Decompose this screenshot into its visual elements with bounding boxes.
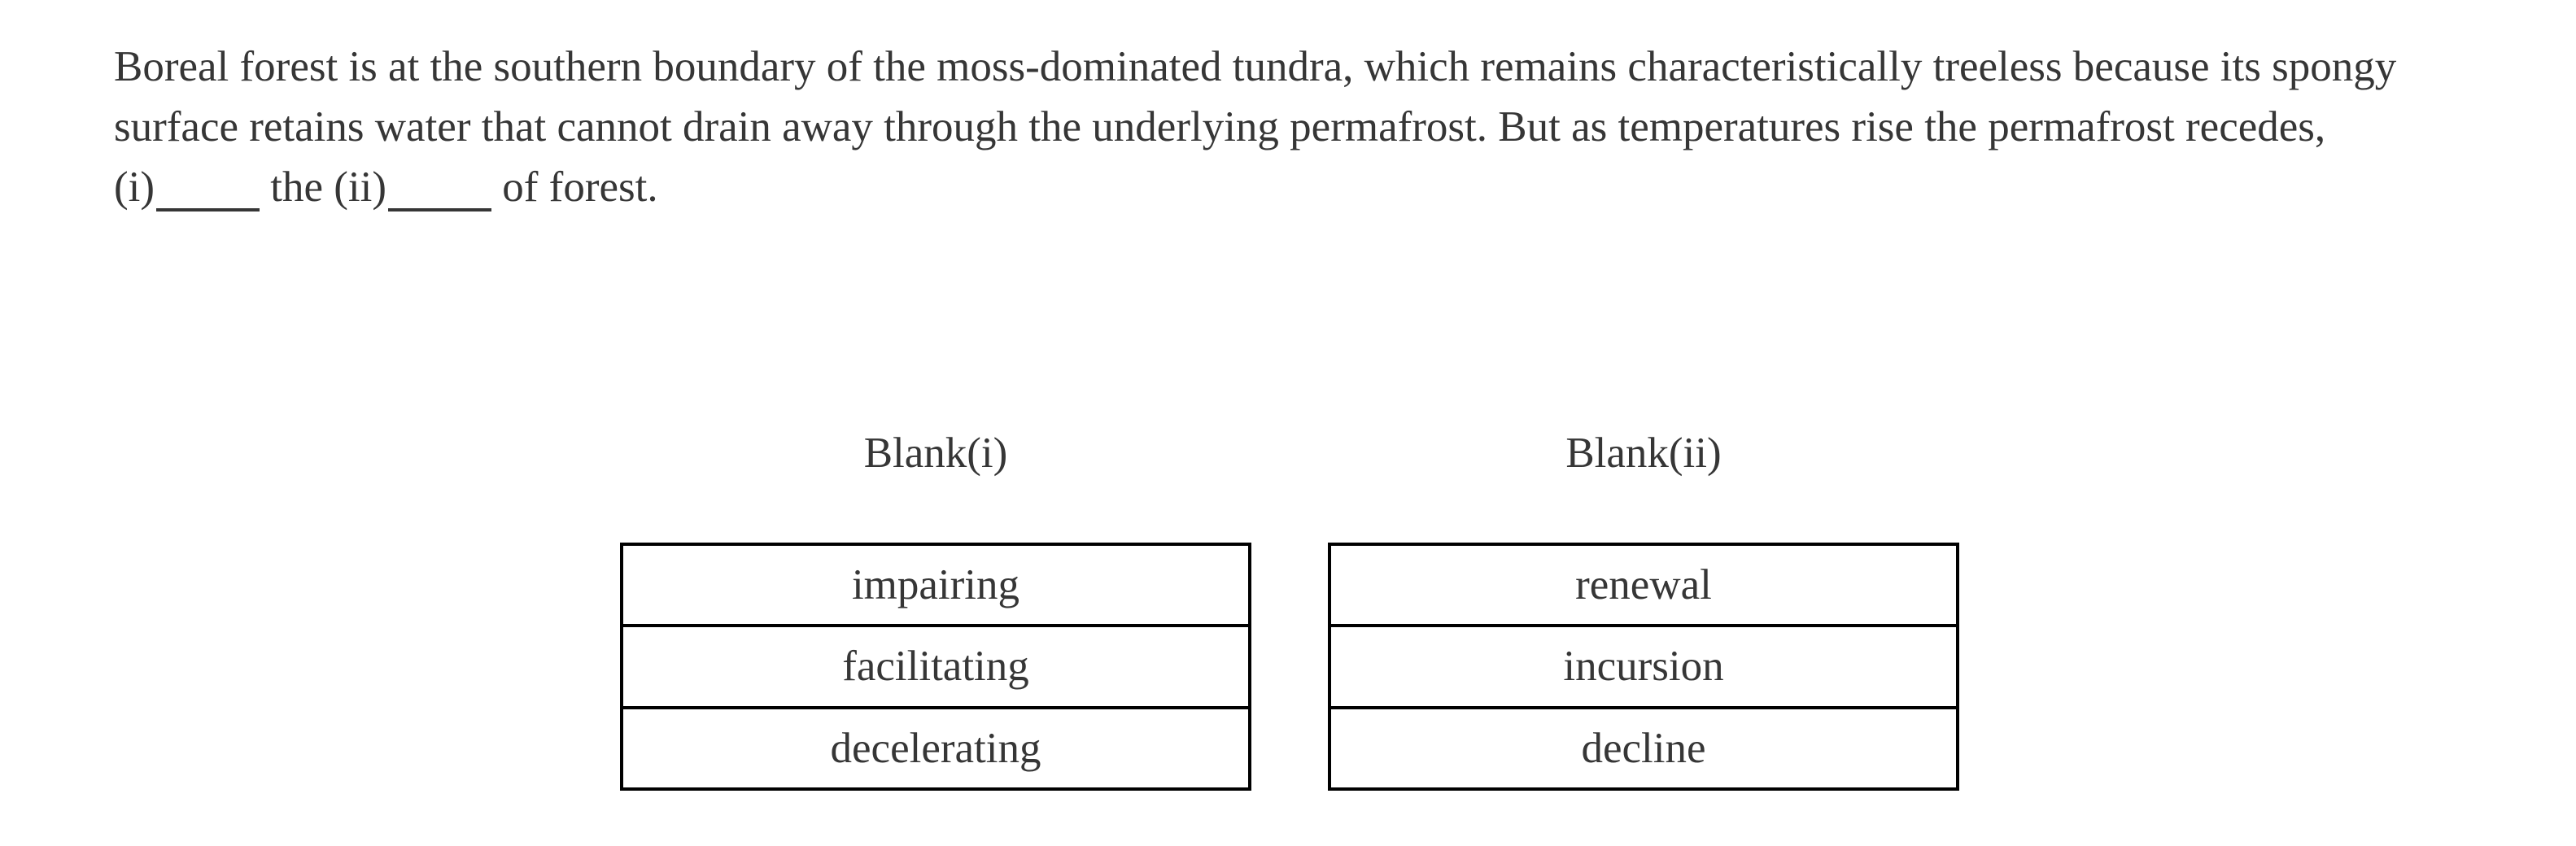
- passage-line-2: surface retains water that cannot drain …: [114, 103, 2326, 150]
- fill-middle-label: the (ii): [260, 164, 387, 211]
- blank-i-header: Blank(i): [863, 430, 1008, 477]
- blank-ii-option-renewal[interactable]: renewal: [1331, 546, 1956, 625]
- blank-ii-option-decline[interactable]: decline: [1331, 705, 1956, 787]
- blank-ii-option-incursion[interactable]: incursion: [1331, 624, 1956, 706]
- fill-prefix-label: (i): [114, 164, 155, 211]
- blank-i-option-facilitating[interactable]: facilitating: [623, 624, 1248, 706]
- blank-i-options-table: impairing facilitating decelerating: [620, 543, 1251, 791]
- question-passage: Boreal forest is at the southern boundar…: [114, 37, 2396, 217]
- blank-i-option-decelerating[interactable]: decelerating: [623, 705, 1248, 787]
- passage-line-1: Boreal forest is at the southern boundar…: [114, 43, 2397, 90]
- fill-suffix-label: of forest.: [491, 164, 658, 211]
- blank-ii-underline: [388, 208, 492, 212]
- blank-ii-header: Blank(ii): [1565, 430, 1722, 477]
- blank-ii-options-table: renewal incursion decline: [1328, 543, 1959, 791]
- blank-i-option-impairing[interactable]: impairing: [623, 546, 1248, 625]
- blank-i-underline: [156, 208, 260, 212]
- passage-fill-line: (i) the (ii) of forest.: [114, 157, 2396, 217]
